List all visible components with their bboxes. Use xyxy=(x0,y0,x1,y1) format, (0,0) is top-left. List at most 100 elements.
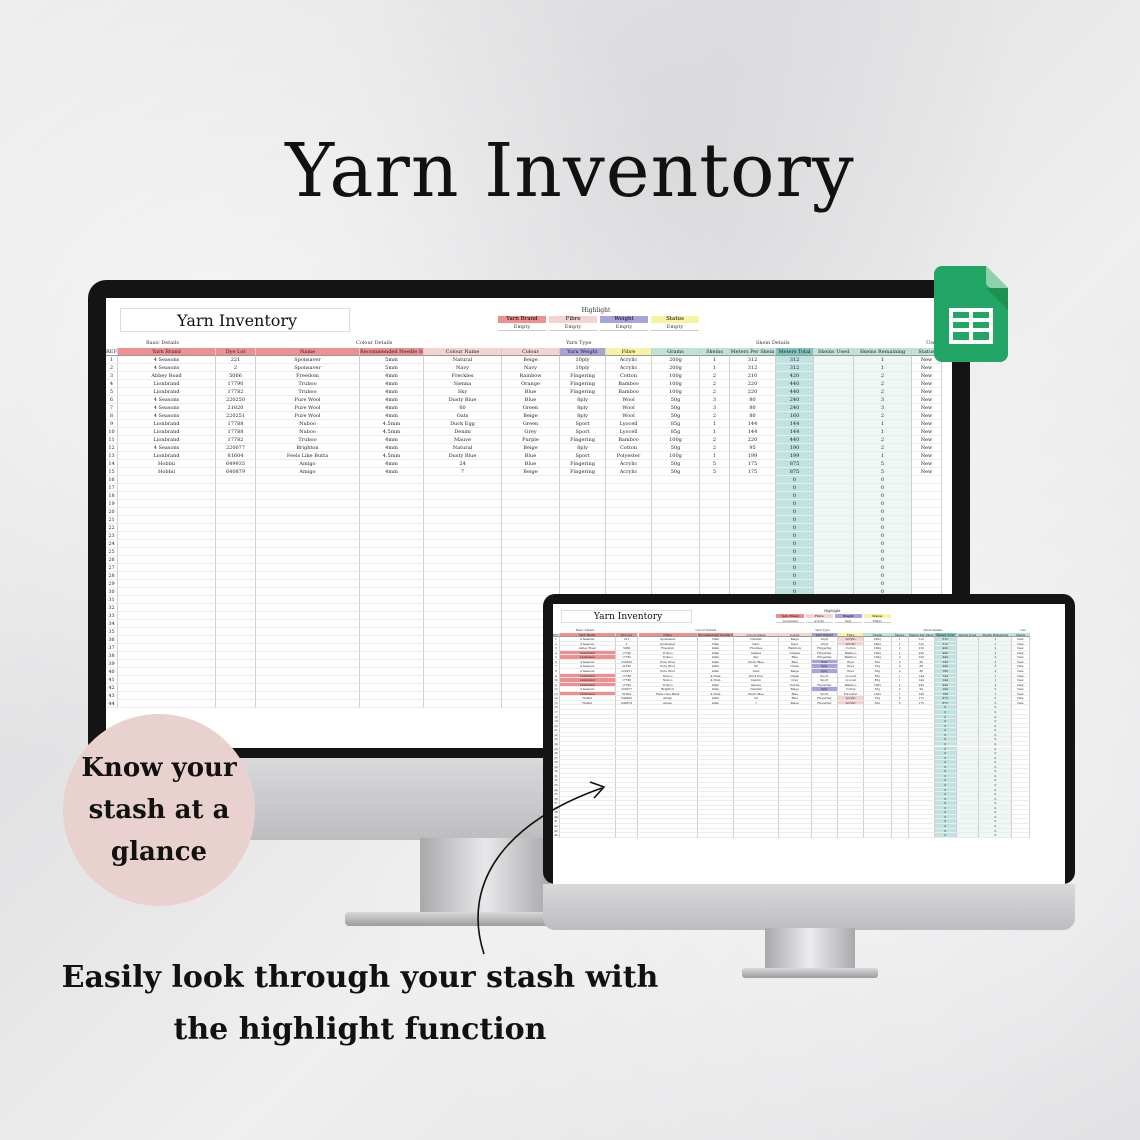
highlight-value-4[interactable]: Empty xyxy=(863,619,891,623)
table-cell[interactable]: 1 xyxy=(700,364,730,372)
table-cell[interactable] xyxy=(730,476,776,484)
table-cell[interactable]: Green xyxy=(502,420,560,428)
table-cell[interactable] xyxy=(216,580,256,588)
table-cell[interactable]: Polyester xyxy=(606,452,652,460)
table-cell[interactable]: Brighton xyxy=(256,444,360,452)
table-cell[interactable] xyxy=(908,773,935,779)
table-cell[interactable] xyxy=(864,732,892,738)
table-cell[interactable] xyxy=(424,564,502,572)
table-cell[interactable] xyxy=(216,492,256,500)
table-cell[interactable] xyxy=(360,532,424,540)
table-cell[interactable] xyxy=(956,751,980,756)
table-cell[interactable]: 2 xyxy=(979,687,1013,692)
table-cell[interactable] xyxy=(956,741,980,747)
table-cell[interactable] xyxy=(908,824,935,829)
table-cell[interactable] xyxy=(838,828,865,834)
table-cell[interactable] xyxy=(697,819,735,824)
table-cell[interactable]: 8ply xyxy=(560,444,606,452)
table-cell[interactable] xyxy=(838,796,865,802)
table-cell[interactable] xyxy=(256,476,360,484)
table-cell[interactable] xyxy=(778,728,812,733)
table-cell[interactable]: 95 xyxy=(730,444,776,452)
table-cell[interactable] xyxy=(615,801,639,806)
table-cell[interactable]: 4mm xyxy=(360,436,424,444)
highlight-value-2[interactable]: Empty xyxy=(549,324,597,331)
table-cell[interactable] xyxy=(652,524,700,532)
table-cell[interactable] xyxy=(424,556,502,564)
table-cell[interactable] xyxy=(811,723,838,729)
table-cell[interactable]: Fingering xyxy=(811,650,838,656)
table-cell[interactable] xyxy=(638,737,698,742)
table-cell[interactable] xyxy=(559,719,616,724)
table-cell[interactable] xyxy=(864,760,892,765)
table-cell[interactable] xyxy=(256,484,360,492)
table-cell[interactable] xyxy=(811,833,838,838)
table-cell[interactable]: Beige xyxy=(502,356,560,364)
table-cell[interactable]: 220250 xyxy=(216,396,256,404)
table-cell[interactable] xyxy=(891,728,909,733)
table-cell[interactable]: Lyocell xyxy=(606,420,652,428)
table-cell[interactable] xyxy=(615,755,639,761)
table-cell[interactable]: 50g xyxy=(652,460,700,468)
table-cell[interactable] xyxy=(811,728,838,733)
table-cell[interactable] xyxy=(891,746,909,752)
table-cell[interactable]: 875 xyxy=(934,700,957,706)
table-cell[interactable]: 0 xyxy=(854,564,912,572)
table-cell[interactable] xyxy=(118,564,216,572)
table-cell[interactable] xyxy=(424,596,502,604)
table-cell[interactable]: 0 xyxy=(979,714,1013,720)
table-cell[interactable] xyxy=(956,732,980,738)
table-cell[interactable]: Rainbow xyxy=(502,372,560,380)
table-cell[interactable]: 640879 xyxy=(615,700,639,706)
table-cell[interactable]: 220251 xyxy=(216,412,256,420)
table-cell[interactable]: 5mm xyxy=(697,637,735,642)
table-cell[interactable] xyxy=(891,787,909,793)
table-cell[interactable]: 3 xyxy=(891,659,909,665)
table-cell[interactable]: 0 xyxy=(934,769,957,774)
table-cell[interactable]: 420 xyxy=(934,646,957,651)
table-cell[interactable] xyxy=(734,801,779,806)
table-cell[interactable]: New xyxy=(1012,700,1030,706)
table-cell[interactable] xyxy=(908,714,935,720)
table-cell[interactable] xyxy=(912,540,942,548)
table-cell[interactable]: Cotton xyxy=(838,687,865,692)
table-cell[interactable] xyxy=(734,723,779,729)
table-cell[interactable] xyxy=(216,516,256,524)
table-cell[interactable] xyxy=(606,484,652,492)
table-cell[interactable]: Bamboo xyxy=(838,650,865,656)
table-cell[interactable]: 100g xyxy=(652,436,700,444)
table-cell[interactable] xyxy=(734,796,779,802)
table-cell[interactable] xyxy=(502,500,560,508)
table-cell[interactable] xyxy=(811,764,838,770)
table-cell[interactable] xyxy=(502,476,560,484)
table-cell[interactable] xyxy=(638,705,698,710)
table-cell[interactable]: 21820 xyxy=(615,664,639,669)
table-cell[interactable]: Truboo xyxy=(256,436,360,444)
table-cell[interactable]: New xyxy=(912,372,942,380)
table-cell[interactable]: Pure Wool xyxy=(256,404,360,412)
table-cell[interactable] xyxy=(638,741,698,747)
table-cell[interactable] xyxy=(778,782,812,788)
table-cell[interactable]: New xyxy=(1012,668,1030,674)
table-cell[interactable] xyxy=(956,801,980,806)
table-cell[interactable] xyxy=(256,692,360,700)
table-cell[interactable] xyxy=(956,655,980,660)
table-cell[interactable] xyxy=(734,737,779,742)
table-cell[interactable]: 50g xyxy=(652,444,700,452)
table-cell[interactable]: 2 xyxy=(854,436,912,444)
table-cell[interactable] xyxy=(838,755,865,761)
table-cell[interactable] xyxy=(118,508,216,516)
table-cell[interactable] xyxy=(814,388,854,396)
table-cell[interactable] xyxy=(778,760,812,765)
table-cell[interactable]: Nuboo xyxy=(638,678,698,683)
table-cell[interactable] xyxy=(256,556,360,564)
table-cell[interactable] xyxy=(560,540,606,548)
table-cell[interactable] xyxy=(700,476,730,484)
table-cell[interactable] xyxy=(811,760,838,765)
table-cell[interactable]: Lyocell xyxy=(606,428,652,436)
table-cell[interactable]: Fingering xyxy=(811,696,838,701)
table-cell[interactable] xyxy=(811,755,838,761)
table-cell[interactable]: 0 xyxy=(979,760,1013,765)
table-cell[interactable]: Natural xyxy=(734,687,779,692)
table-cell[interactable] xyxy=(891,824,909,829)
